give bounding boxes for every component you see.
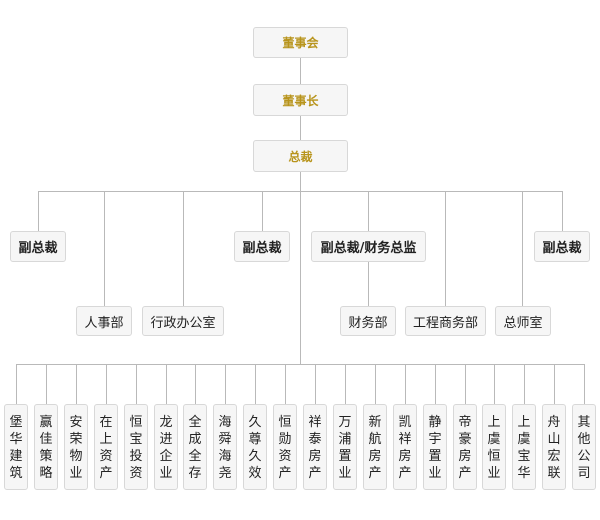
subsidiary-company: 新航房产	[363, 404, 387, 490]
chairman: 董事长	[253, 84, 348, 116]
subsidiary-company: 万浦置业	[333, 404, 357, 490]
subsidiary-company: 凯祥房产	[393, 404, 417, 490]
subsidiary-company: 全成全存	[183, 404, 207, 490]
subsidiary-company: 堡华建筑	[4, 404, 28, 490]
chief-engineer-office: 总师室	[495, 306, 551, 336]
subsidiary-company: 恒宝投资	[124, 404, 148, 490]
subsidiary-company: 舟山宏联	[542, 404, 566, 490]
subsidiary-company: 安荣物业	[64, 404, 88, 490]
hr-department: 人事部	[76, 306, 132, 336]
subsidiary-company: 祥泰房产	[303, 404, 327, 490]
subsidiary-company: 久尊久效	[243, 404, 267, 490]
subsidiary-company: 帝豪房产	[453, 404, 477, 490]
subsidiary-company: 其他公司	[572, 404, 596, 490]
vice-president-finance-director: 副总裁/财务总监	[311, 231, 426, 262]
vice-president-3: 副总裁	[534, 231, 590, 262]
vice-president-1: 副总裁	[10, 231, 66, 262]
subsidiary-company: 上虞恒业	[482, 404, 506, 490]
subsidiary-company: 龙进企业	[154, 404, 178, 490]
subsidiary-company: 海舜海尧	[213, 404, 237, 490]
subsidiary-company: 赢佳策略	[34, 404, 58, 490]
subsidiary-company: 恒勋资产	[273, 404, 297, 490]
president: 总裁	[253, 140, 348, 172]
subsidiary-company: 上虞宝华	[512, 404, 536, 490]
subsidiary-company: 在上资产	[94, 404, 118, 490]
administrative-office: 行政办公室	[142, 306, 224, 336]
vice-president-2: 副总裁	[234, 231, 290, 262]
engineering-business-department: 工程商务部	[405, 306, 486, 336]
subsidiary-company: 静宇置业	[423, 404, 447, 490]
finance-department: 财务部	[340, 306, 396, 336]
board-of-directors: 董事会	[253, 27, 348, 58]
